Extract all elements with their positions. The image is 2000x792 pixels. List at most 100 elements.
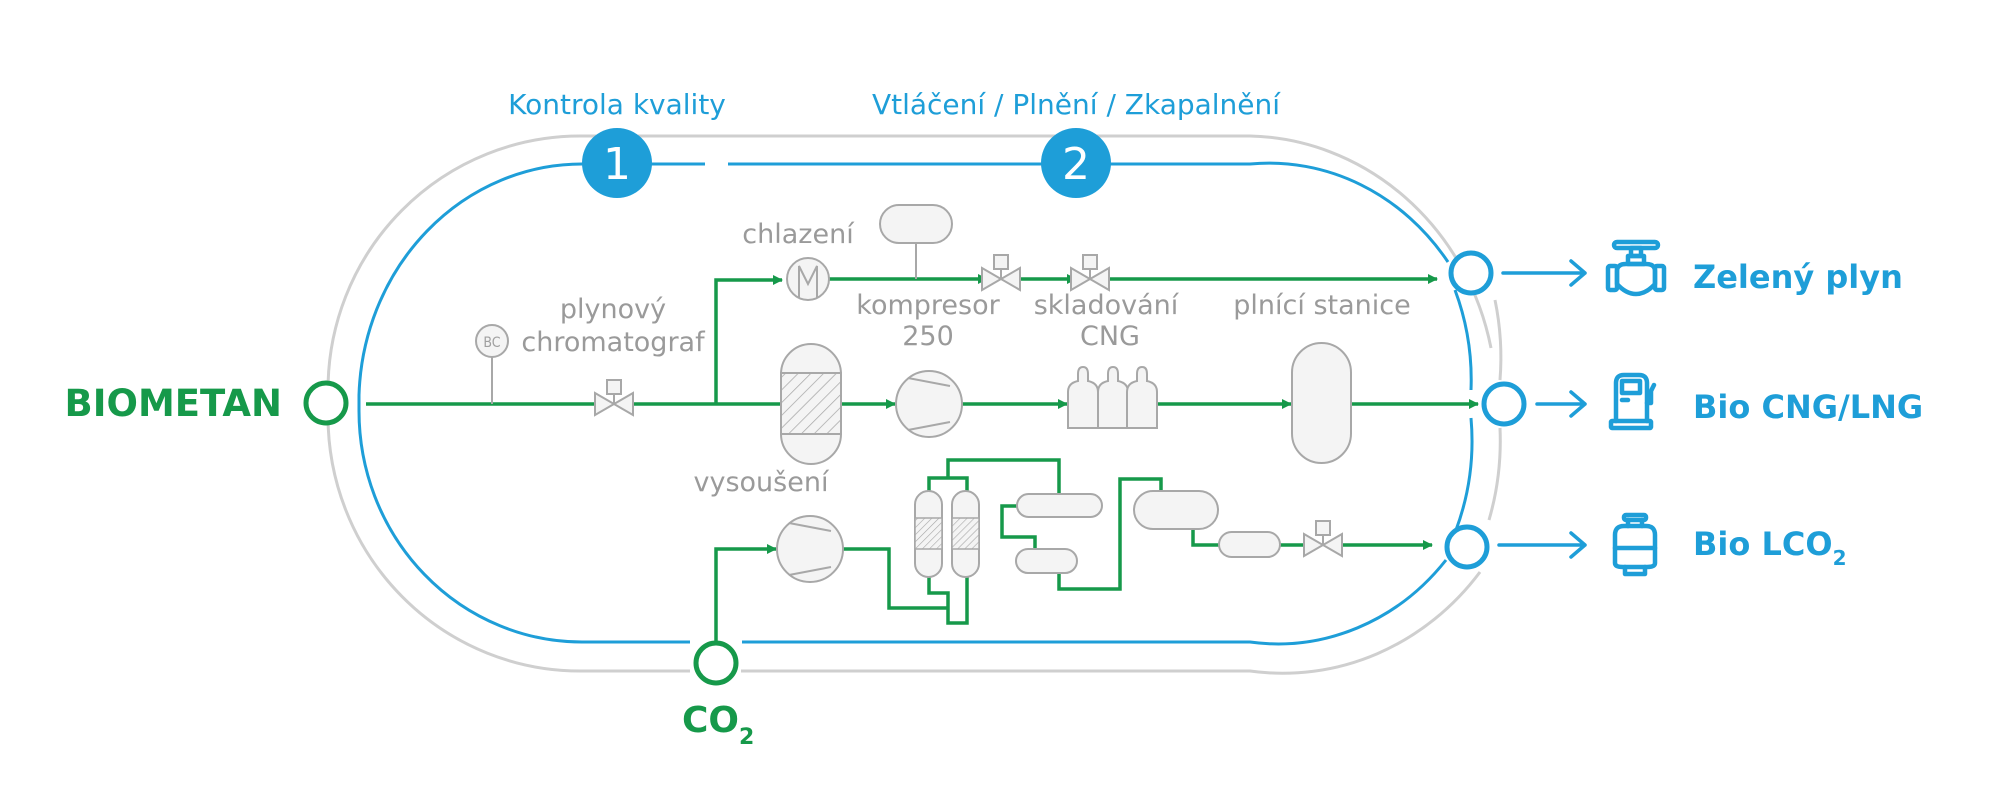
pipe-adsorber-top [927, 476, 969, 491]
chromatograph-label-1: plynový [560, 294, 666, 325]
compressor-glyph [788, 522, 832, 576]
filling-station[interactable]: plnící stanice [1233, 290, 1411, 464]
pipe-tank-to-tank [1000, 504, 1037, 549]
output-label: Bio LCO2 [1693, 525, 1846, 570]
valve-main[interactable] [594, 379, 634, 417]
output-label: Zelený plyn [1693, 258, 1903, 296]
output-node[interactable] [1481, 381, 1527, 427]
output-label-subscript: 2 [1833, 546, 1847, 570]
liquefier-tank-icon [1133, 490, 1219, 530]
valve-upper-1[interactable] [981, 254, 1021, 292]
compressor-main[interactable]: kompresor 250 [856, 290, 1001, 438]
outer-track-right [1493, 299, 1503, 381]
actuator-icon [1082, 254, 1098, 270]
output-node[interactable] [1448, 250, 1494, 296]
cylinder-icon [1097, 365, 1129, 429]
actuator-icon [606, 379, 622, 395]
co2-tanks[interactable] [1015, 490, 1281, 574]
compressor-label-2: 250 [902, 321, 954, 352]
co2-label: CO2 [682, 700, 754, 750]
dryer[interactable]: vysoušení [694, 343, 842, 498]
co2-label-subscript: 2 [739, 725, 754, 750]
cylinder-icon [1067, 365, 1099, 429]
drying-label: vysoušení [694, 467, 830, 498]
co2-line [714, 458, 1433, 642]
cooler-m-glyph [798, 265, 818, 298]
arrow-right-icon [1535, 390, 1587, 418]
stage-1-badge[interactable]: 1 [582, 128, 652, 198]
outer-track [326, 134, 1503, 675]
adsorber-bed-icon [951, 517, 980, 550]
valve-upper-2[interactable] [1070, 254, 1110, 292]
outer-track-top [326, 134, 1493, 391]
stage-track-right [1453, 289, 1473, 391]
receiver-tank-icon [1218, 531, 1281, 558]
outer-track-bottom-right [741, 571, 1482, 675]
compressor-glyph [907, 377, 951, 431]
stage-track-left [357, 162, 690, 644]
filling-station-vessel-icon [1291, 342, 1352, 464]
storage-label-2: CNG [1080, 321, 1140, 352]
actuator-icon [1315, 520, 1331, 536]
compressor-label-1: kompresor [856, 290, 1000, 321]
valve-icon [1605, 239, 1667, 297]
biometan-input-node[interactable] [303, 380, 349, 426]
output-bio-cng-lng[interactable]: Bio CNG/LNG [1481, 372, 1923, 431]
stage-2-title: Vtláčení / Plnění / Zkapalnění [872, 88, 1281, 121]
stage-2-number: 2 [1062, 139, 1090, 190]
pipe-branch-to-cooler [714, 275, 783, 404]
compressor-icon [895, 370, 963, 438]
adsorber-bed-icon [914, 517, 943, 550]
arrow-right-icon [1497, 531, 1587, 559]
tank-icon [1015, 548, 1078, 574]
gas-cylinder-icon [1612, 512, 1658, 577]
filling-station-label: plnící stanice [1233, 290, 1410, 321]
chromatograph-label-2: chromatograf [521, 327, 706, 358]
dryer-bed-icon [780, 372, 842, 435]
pipe-compressor-to-adsorbers [843, 547, 948, 610]
gas-chromatograph[interactable]: BC plynový chromatograf [475, 294, 706, 404]
compressor-co2[interactable] [776, 515, 844, 583]
pipe-co2-to-compressor [714, 544, 777, 642]
cooler[interactable]: chlazení [742, 204, 953, 301]
biometan-label: BIOMETAN [65, 382, 282, 425]
adsorbers[interactable] [914, 490, 980, 578]
stage-2-circle [1041, 128, 1111, 198]
output-label: Bio CNG/LNG [1693, 388, 1923, 426]
stage-track-top-b [728, 161, 1450, 263]
stage-track-right-lower [1454, 417, 1474, 531]
outer-track-bottom-left [326, 415, 690, 673]
output-green-gas[interactable]: Zelený plyn [1448, 239, 1903, 297]
stage-track-bottom [742, 559, 1448, 646]
compressor-icon [776, 515, 844, 583]
actuator-icon [993, 254, 1009, 270]
chromatograph-tag: BC [483, 335, 500, 351]
cooler-icon [786, 257, 830, 301]
cng-storage[interactable]: skladování CNG [1034, 290, 1180, 429]
main-line [366, 275, 1479, 409]
co2-input-node[interactable] [693, 640, 739, 686]
stage-track [357, 161, 1474, 646]
cylinder-icon [1126, 365, 1158, 429]
stage-1-number: 1 [603, 139, 631, 190]
pipe-to-liquefier [1057, 477, 1163, 591]
stage-1-circle [582, 128, 652, 198]
storage-label-1: skladování [1034, 290, 1180, 321]
outer-track-right-lower [1487, 427, 1502, 521]
cooling-label: chlazení [742, 219, 855, 250]
fuel-pump-icon [1608, 372, 1657, 431]
stage-2-badge[interactable]: 2 [1041, 128, 1111, 198]
arrow-right-icon [1501, 259, 1587, 287]
output-bio-lco2[interactable]: Bio LCO2 [1444, 512, 1846, 577]
buffer-tank-icon [879, 204, 953, 244]
co2-label-base: CO [682, 700, 739, 741]
output-node[interactable] [1444, 524, 1490, 570]
pipe-adsorber-bottom [927, 577, 969, 625]
pipe-liquefier-to-receiver [1191, 529, 1219, 547]
pipe-adsorber-to-tank [946, 458, 1061, 494]
stage-1-title: Kontrola kvality [508, 88, 726, 121]
tank-icon [1016, 493, 1103, 518]
valve-co2[interactable] [1303, 520, 1343, 558]
output-label-base: Bio LCO [1693, 525, 1833, 563]
